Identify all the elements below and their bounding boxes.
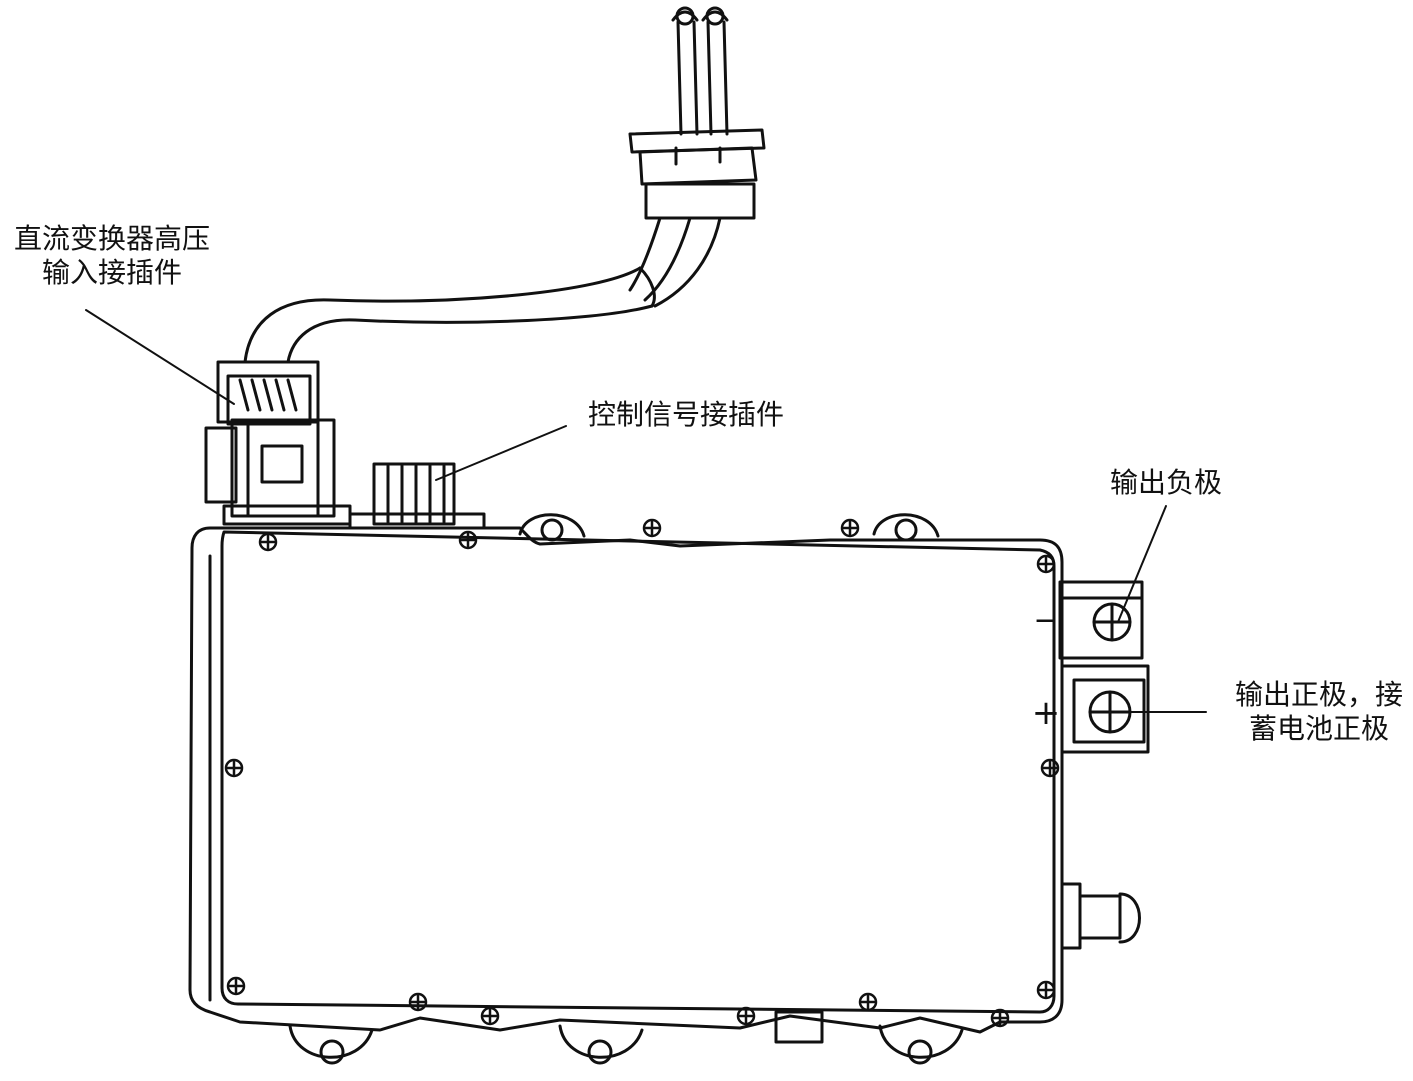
control-signal-connector <box>348 462 486 530</box>
hv-plug <box>628 128 766 154</box>
coolant-nipple <box>1060 882 1141 950</box>
hv-input-cable <box>243 6 766 364</box>
output-negative-terminal <box>1058 580 1144 660</box>
bottom-plug <box>774 1010 824 1044</box>
hv-input-connector-label-line1: 直流变换器高压 <box>13 222 210 255</box>
terminal-plus-mark: + <box>1032 693 1061 733</box>
hv-input-connector-label: 直流变换器高压 输入接插件 <box>2 222 222 290</box>
leader-lines <box>85 309 1207 713</box>
output-positive-label-line1: 输出正极，接 <box>1234 678 1403 711</box>
converter-housing <box>188 526 1064 1034</box>
mounting-lugs <box>288 513 964 1065</box>
terminal-minus-mark: − <box>1033 603 1058 638</box>
output-positive-terminal <box>1060 664 1150 754</box>
hv-input-connector-label-line2: 输入接插件 <box>41 256 182 289</box>
output-negative-label: 输出负极 <box>1110 466 1223 499</box>
hv-input-connector <box>204 360 352 526</box>
output-positive-label: 输出正极，接 蓄电池正极 <box>1226 678 1412 746</box>
housing-screws <box>224 518 1060 1028</box>
output-positive-label-line2: 蓄电池正极 <box>1248 712 1389 745</box>
control-signal-connector-label: 控制信号接插件 <box>588 398 785 431</box>
